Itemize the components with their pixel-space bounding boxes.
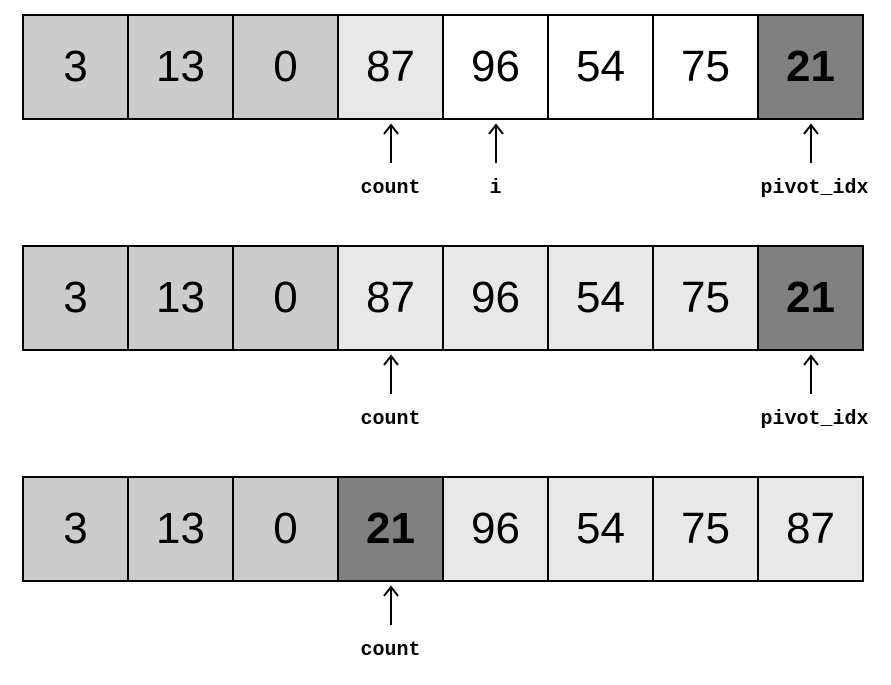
up-arrow-icon (487, 123, 504, 163)
array-cell: 21 (757, 245, 864, 351)
array-cell: 75 (652, 14, 759, 120)
array-cell: 3 (22, 245, 129, 351)
array-cell: 13 (127, 14, 234, 120)
array-cell: 75 (652, 476, 759, 582)
pointer-label: i (489, 177, 502, 200)
up-arrow-icon (802, 123, 819, 163)
pointer-pivot-idx: pivot_idx (760, 123, 869, 200)
up-arrow-icon (382, 354, 399, 394)
array-cell: 54 (547, 14, 654, 120)
pointer-pivot-idx: pivot_idx (760, 354, 869, 431)
pointer-count: count (341, 585, 441, 662)
array-cell: 54 (547, 476, 654, 582)
array-cell: 21 (757, 14, 864, 120)
array-cell: 87 (757, 476, 864, 582)
array-cell: 87 (337, 14, 444, 120)
array-cell: 96 (442, 476, 549, 582)
array-cell: 3 (22, 14, 129, 120)
array-cell: 96 (442, 245, 549, 351)
array-cell: 3 (22, 476, 129, 582)
pointer-i: i (446, 123, 546, 200)
pointer-label: count (360, 177, 421, 200)
array-cell: 96 (442, 14, 549, 120)
array-cell: 54 (547, 245, 654, 351)
up-arrow-icon (382, 123, 399, 163)
up-arrow-icon (802, 354, 819, 394)
pointer-count: count (341, 354, 441, 431)
array-cell: 0 (232, 14, 339, 120)
pointer-count: count (341, 123, 441, 200)
pointer-label: count (360, 639, 421, 662)
array-cell: 0 (232, 476, 339, 582)
array-cell: 21 (337, 476, 444, 582)
pointer-label: pivot_idx (760, 177, 869, 200)
pointer-label: pivot_idx (760, 408, 869, 431)
pointer-label: count (360, 408, 421, 431)
array-cell: 0 (232, 245, 339, 351)
array-cell: 13 (127, 245, 234, 351)
array-cell: 87 (337, 245, 444, 351)
up-arrow-icon (382, 585, 399, 625)
array-cell: 13 (127, 476, 234, 582)
array-cell: 75 (652, 245, 759, 351)
